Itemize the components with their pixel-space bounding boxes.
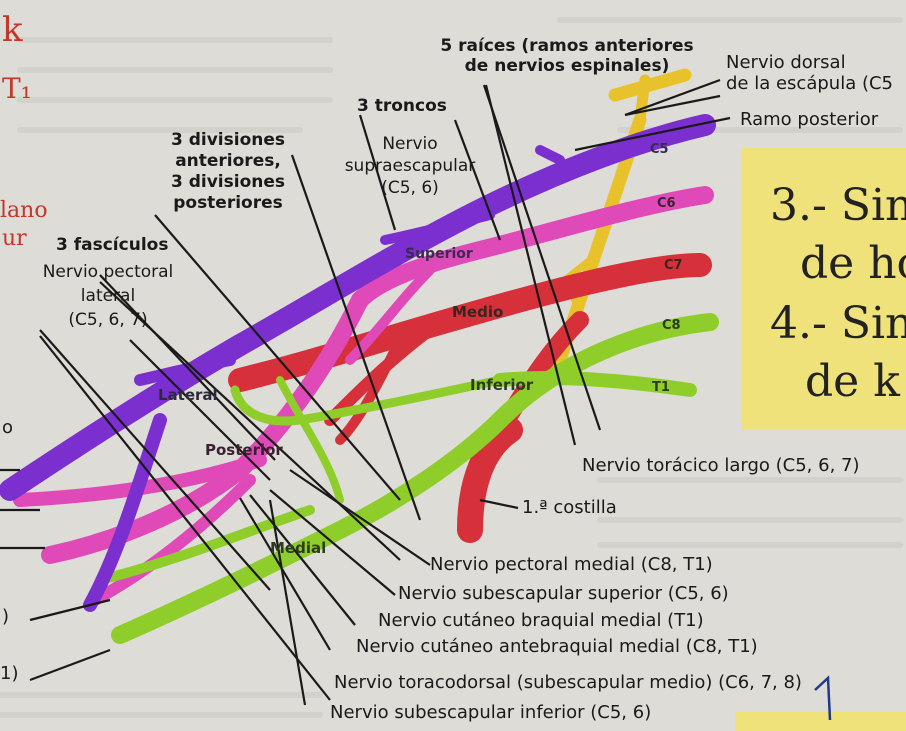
sticky-note-bottom — [735, 712, 906, 731]
divisions-label: 3 divisiones anteriores, 3 divisiones po… — [163, 130, 293, 214]
handwritten-margin-k: k — [2, 10, 23, 50]
medial-pectoral-label: Nervio pectoral medial (C8, T1) — [430, 555, 713, 575]
dorsal-scapular-label: Nervio dorsal de la escápula (C5 — [726, 52, 906, 94]
roots-label: 5 raíces (ramos anteriores de nervios es… — [422, 36, 712, 76]
trunks-label: 3 troncos — [357, 96, 447, 116]
left-fragment-2: 1) — [0, 664, 18, 684]
thoracodorsal-label: Nervio toracodorsal (subescapular medio)… — [334, 673, 802, 693]
t1-label: T1 — [652, 378, 670, 398]
handwritten-note-line-3: 4.- Sin — [770, 298, 906, 349]
medial-antebrachial-cutaneous-label: Nervio cutáneo antebraquial medial (C8, … — [356, 637, 758, 657]
handwritten-margin-t1: T₁ — [2, 72, 32, 105]
handwritten-note-line-2: de ho — [800, 238, 906, 289]
left-fragment-3: o — [2, 418, 13, 438]
handwritten-margin-lano: lano — [0, 198, 48, 223]
lateral-cord-label: Lateral — [158, 385, 218, 405]
long-thoracic-label: Nervio torácico largo (C5, 6, 7) — [582, 456, 860, 476]
posterior-cord-label: Posterior — [205, 440, 283, 460]
medial-brachial-cutaneous-label: Nervio cutáneo braquial medial (T1) — [378, 611, 704, 631]
fascicles-label: 3 fascículos — [56, 235, 168, 255]
suprascapular-label: Nervio supraescapular (C5, 6) — [330, 133, 490, 199]
left-fragment-1: ) — [2, 607, 9, 627]
middle-trunk-label: Medio — [452, 302, 503, 322]
c6-label: C6 — [657, 194, 676, 214]
c8-label: C8 — [662, 316, 681, 336]
c7-label: C7 — [664, 256, 683, 276]
lateral-pectoral-label: Nervio pectoral lateral (C5, 6, 7) — [28, 260, 188, 332]
first-rib-label: 1.ª costilla — [522, 498, 617, 518]
medial-cord-label: Medial — [270, 538, 326, 558]
lower-subscapular-label: Nervio subescapular inferior (C5, 6) — [330, 703, 651, 723]
c5-label: C5 — [650, 140, 669, 160]
superior-trunk-label: Superior — [405, 244, 473, 264]
posterior-branch-label: Ramo posterior — [740, 110, 878, 130]
handwritten-margin-ur: ur — [2, 226, 27, 251]
handwritten-note-line-1: 3.- Sin — [770, 180, 906, 231]
upper-subscapular-label: Nervio subescapular superior (C5, 6) — [398, 584, 729, 604]
inferior-trunk-label: Inferior — [470, 375, 533, 395]
handwritten-note-line-4: de k — [805, 356, 900, 407]
